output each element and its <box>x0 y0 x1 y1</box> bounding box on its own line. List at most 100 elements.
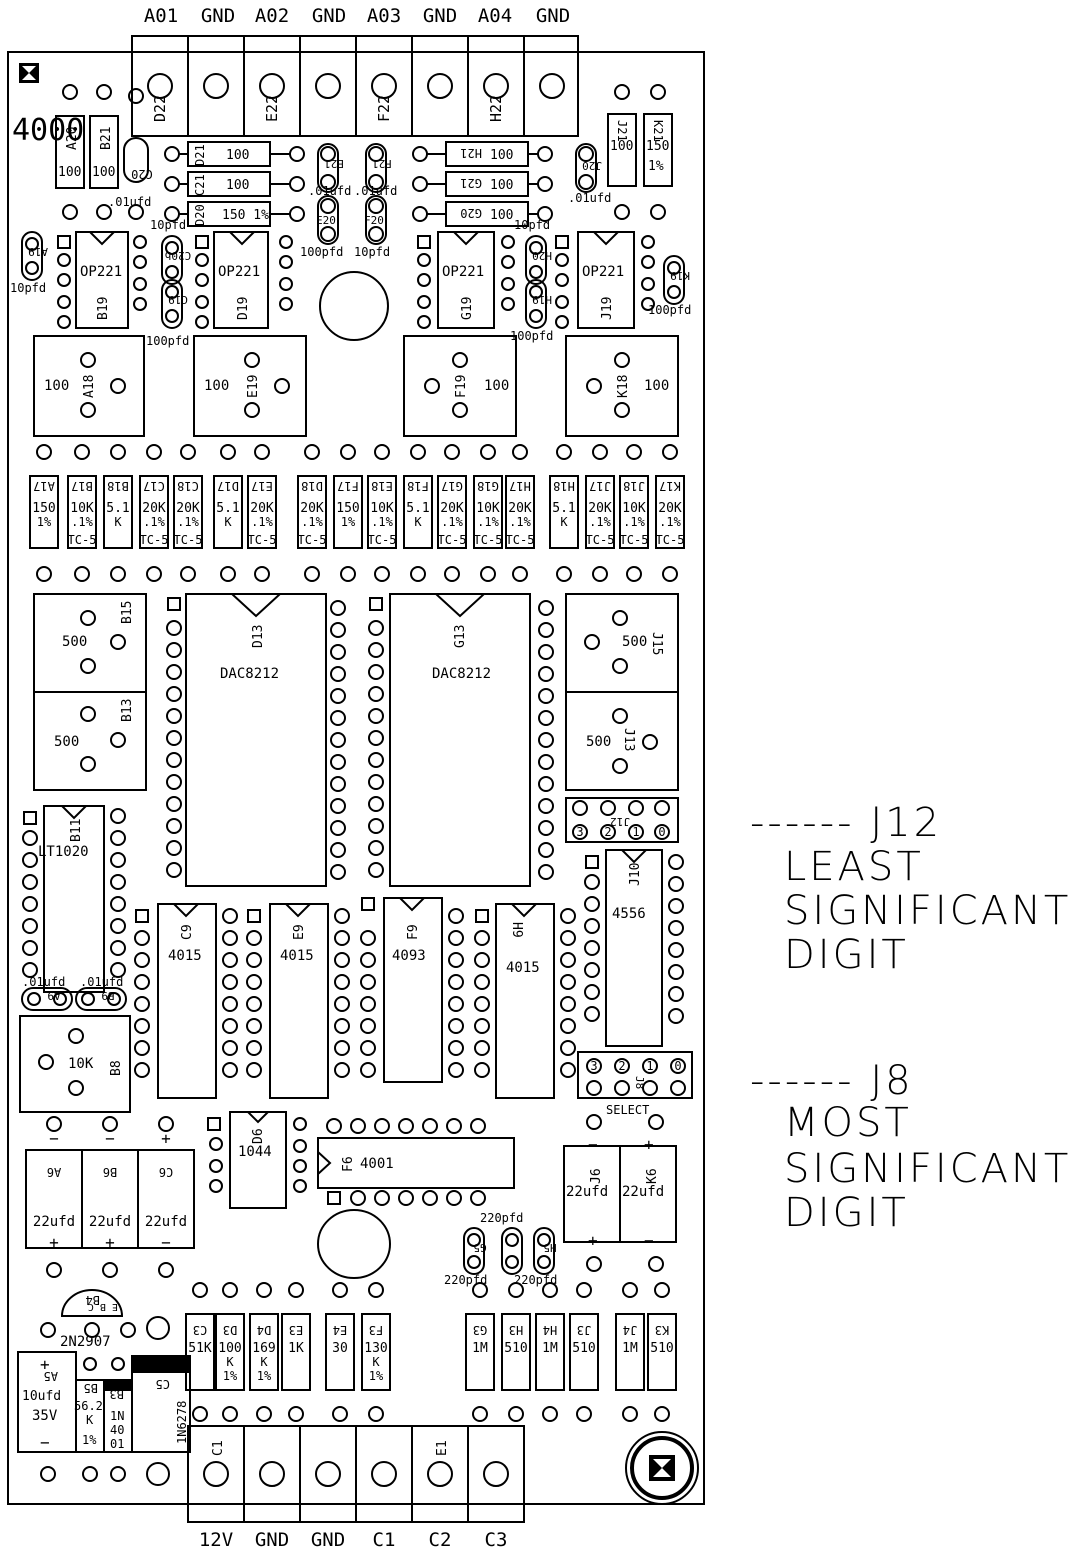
trimpot-a18: 100 A18 <box>33 335 145 437</box>
pad-dac-left <box>368 642 384 658</box>
pad-bottom <box>254 566 270 582</box>
part-g13: DAC8212 <box>432 666 491 682</box>
ref-g20: G20 <box>460 206 482 220</box>
pad-logic-right <box>560 1040 576 1056</box>
pad-dac-left <box>166 686 182 702</box>
pad-bottom <box>36 566 52 582</box>
ref-j10: J10 <box>628 863 643 886</box>
ic-d6: 1044 D6 <box>207 1111 307 1209</box>
ic-g19: OP221 G19 <box>417 231 515 329</box>
pad-dac-left <box>166 730 182 746</box>
mounting-hole-top <box>319 271 389 341</box>
pad-dac-left <box>368 730 384 746</box>
value-h20: 10pfd <box>514 218 550 232</box>
pad-j10-left <box>584 874 600 890</box>
l2-b17: .1% <box>71 515 93 529</box>
l3-g18: TC-5 <box>474 533 503 547</box>
top-label-gnd-2: GND <box>312 5 346 27</box>
top-terminal-screws <box>147 73 565 99</box>
part-d19: OP221 <box>218 264 260 280</box>
ref-c9: C9 <box>180 924 195 940</box>
ref-j8: J8 <box>633 1076 646 1089</box>
value-c3: 51K <box>188 1341 212 1356</box>
pad-dac-left <box>166 664 182 680</box>
ref-h4: H4 <box>543 1323 557 1337</box>
value-c19: 100pfd <box>146 334 189 348</box>
part-b11: LT1020 <box>38 844 89 860</box>
pad-dac-left <box>368 708 384 724</box>
pad-bottom <box>368 1406 384 1422</box>
top-label-a04: A04 <box>478 5 512 27</box>
pad-bottom <box>146 566 162 582</box>
pad-j10-right <box>668 986 684 1002</box>
pad-bottom <box>158 1262 174 1278</box>
pad-bottom <box>222 1406 238 1422</box>
top-label-a02: A02 <box>255 5 289 27</box>
pad-dac-right <box>538 622 554 638</box>
pad-dac-left <box>368 752 384 768</box>
resistor-h21: H21 100 <box>412 141 553 167</box>
pad-top <box>368 1282 384 1298</box>
value-f19: 100 <box>484 378 509 394</box>
ref-e22: E22 <box>263 95 281 122</box>
pad-logic-left <box>134 996 150 1012</box>
ref-c19: C19 <box>168 293 188 306</box>
value-h21: 100 <box>490 148 513 163</box>
pad-j10-right <box>668 898 684 914</box>
l2-e17: .1% <box>251 515 273 529</box>
polarity-top-c6: + <box>161 1129 171 1148</box>
ref-h3: H3 <box>509 1323 523 1337</box>
pad-dac-left <box>368 840 384 856</box>
pad-top <box>46 1116 62 1132</box>
pad-bottom <box>622 1406 638 1422</box>
pad-dac-left <box>166 708 182 724</box>
ref-c3: C3 <box>193 1323 207 1337</box>
ref-d20: D20 <box>193 204 207 226</box>
l2-g18: .1% <box>477 515 499 529</box>
pad-lt1020-right <box>110 962 126 978</box>
pad-dac-right <box>330 666 346 682</box>
cap-b9: B9 .01ufd <box>75 975 127 1011</box>
value-c20b: 10pfd <box>150 218 186 232</box>
l1-f18: 5.1 <box>406 501 429 516</box>
l2-a17: 1% <box>37 515 52 529</box>
pad-logic-right <box>222 996 238 1012</box>
bottom-label-gnd-1: GND <box>255 1529 289 1551</box>
cap-h20: H20 10pfd <box>514 218 552 285</box>
j12-pin-3: 3 <box>576 825 583 839</box>
l1-k17: 20K <box>658 501 682 516</box>
part-b4: 2N2907 <box>60 1334 111 1350</box>
resistor-d21: D21 100 <box>164 141 305 167</box>
l2-b18: K <box>114 515 122 529</box>
l3-e17: TC-5 <box>248 533 277 547</box>
pad-dac-left <box>166 818 182 834</box>
ref-b11: B11 <box>69 819 84 842</box>
cap-c20: C20 .01ufd <box>108 88 153 220</box>
ref-f21: F21 <box>372 157 392 170</box>
ref-c20: C20 <box>131 167 153 181</box>
pad-top <box>592 444 608 460</box>
ref-j15: J15 <box>649 632 664 655</box>
value-k19: 100pfd <box>648 303 691 317</box>
l3-b3: 01 <box>110 1437 124 1451</box>
ic-c9: 4015 C9 <box>135 903 217 1099</box>
ref-a20: A20 <box>65 127 80 150</box>
logo-mark-bottom <box>625 1431 699 1505</box>
pad-top <box>288 1282 304 1298</box>
pad-top <box>444 444 460 460</box>
pad-top <box>254 444 270 460</box>
ref-g18: G18 <box>477 479 499 493</box>
l1-a17: 150 <box>32 501 55 516</box>
pad-bottom <box>410 566 426 582</box>
ref-e4: E4 <box>333 1323 347 1337</box>
